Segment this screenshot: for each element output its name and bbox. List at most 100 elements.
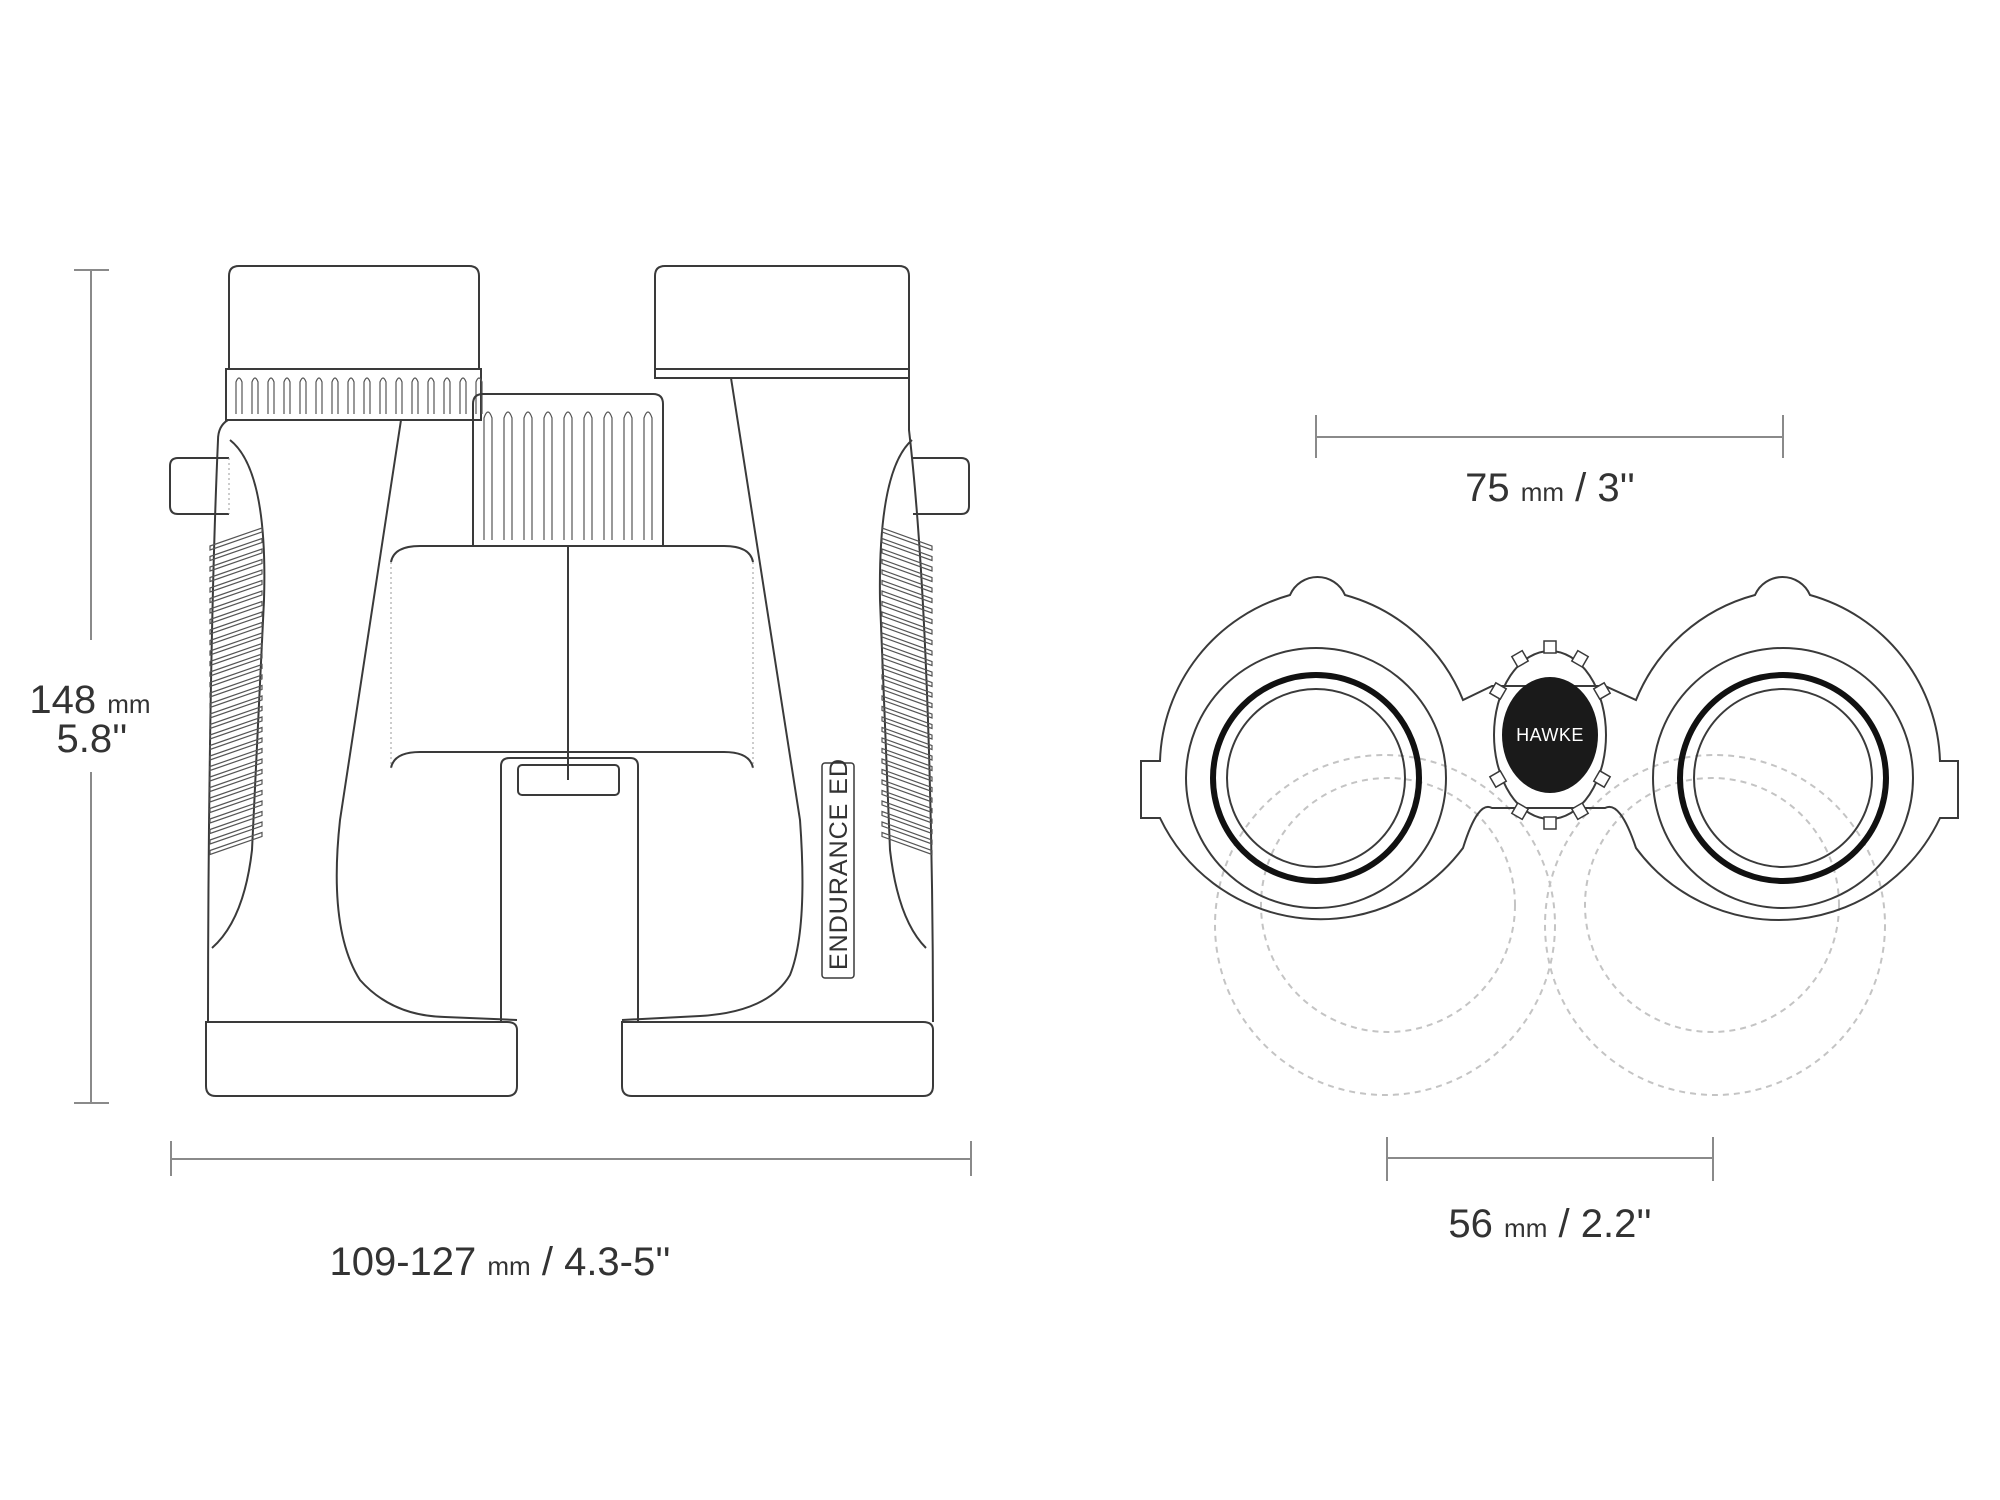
left-grip-texture	[209, 527, 263, 856]
ridge	[209, 779, 263, 803]
ridge	[881, 758, 933, 782]
ridge	[881, 726, 933, 751]
objective-spacing-dimension-line	[1386, 1137, 1714, 1181]
ridge	[209, 621, 263, 646]
height-dimension-line	[74, 269, 109, 1104]
ridge	[209, 726, 263, 751]
ridge	[1543, 640, 1557, 654]
ridge	[209, 663, 263, 688]
ridge	[475, 377, 483, 414]
width-dimension-line	[170, 1141, 972, 1176]
ridge	[523, 411, 533, 540]
ridge	[267, 377, 275, 414]
ridge	[209, 758, 263, 782]
folded-position-outline	[1214, 754, 1886, 1096]
ridge	[881, 684, 933, 709]
ridge	[881, 537, 933, 562]
ridge	[209, 716, 263, 740]
ridge	[881, 579, 933, 604]
ridge	[347, 377, 355, 414]
ridge	[209, 810, 263, 835]
ridge	[209, 695, 263, 719]
ridge	[881, 747, 933, 772]
ridge	[483, 411, 493, 540]
ridge	[1510, 649, 1530, 669]
ridge	[563, 411, 573, 540]
focus-wheel[interactable]	[472, 393, 664, 547]
ridge	[881, 674, 933, 698]
ridge	[881, 716, 933, 740]
ridge	[209, 705, 263, 730]
ridge	[209, 548, 263, 572]
ridge	[881, 558, 933, 583]
ridge	[881, 737, 933, 761]
ridge	[251, 377, 259, 414]
right-strap-lug	[913, 457, 970, 515]
ridge	[1570, 649, 1590, 669]
ridge	[209, 831, 263, 856]
ridge	[881, 810, 933, 835]
ridge	[881, 569, 933, 593]
ridge	[209, 569, 263, 593]
eyepiece-housing	[1140, 575, 1959, 921]
ridge	[209, 611, 263, 635]
focus-wheel-ridges	[483, 411, 653, 540]
ridge	[603, 411, 613, 540]
ridge	[1488, 769, 1508, 789]
ridge	[881, 548, 933, 572]
hawke-badge	[1502, 677, 1598, 793]
ridge	[209, 789, 263, 814]
ridge	[209, 642, 263, 667]
objective-spacing-label: 56 mm / 2.2''	[1448, 1202, 1651, 1246]
ridge	[443, 377, 451, 414]
eyepiece-spacing-dimension-line	[1315, 415, 1784, 458]
ridge	[881, 621, 933, 646]
ridge	[235, 377, 243, 414]
ridge	[209, 800, 263, 824]
left-eyepiece	[1185, 647, 1447, 909]
ridge	[331, 377, 339, 414]
ridge	[543, 411, 553, 540]
ridge	[209, 590, 263, 614]
ridge	[881, 600, 933, 625]
ridge	[623, 411, 633, 540]
hinge-button	[517, 764, 620, 796]
ridge	[363, 377, 371, 414]
ridge	[209, 821, 263, 845]
right-barrel	[621, 377, 934, 1097]
front-view: 148 mm 5.8'' 109-127 mm / 4.3-5''	[29, 265, 972, 1284]
bridge	[390, 545, 754, 780]
ridge	[503, 411, 513, 540]
hawke-logo: HAWKE	[1516, 725, 1584, 745]
ridge	[411, 377, 419, 414]
ridge	[209, 653, 263, 677]
ridge	[881, 663, 933, 688]
ridge	[209, 674, 263, 698]
ridge	[583, 411, 593, 540]
left-strap-lug	[169, 457, 229, 515]
ridge	[379, 377, 387, 414]
model-label: ENDURANCE ED	[825, 758, 853, 970]
right-eyepiece	[1652, 647, 1914, 909]
eyepiece-spacing-label: 75 mm / 3''	[1465, 466, 1635, 510]
focus-gear-teeth	[1488, 640, 1612, 830]
ridge	[881, 821, 933, 845]
ridge	[881, 611, 933, 635]
ridge	[209, 579, 263, 604]
ridge	[209, 684, 263, 709]
height-mm-label: 148 mm	[29, 678, 150, 722]
center-hinge	[500, 757, 639, 1022]
model-label-box	[821, 762, 855, 979]
ridge	[881, 695, 933, 719]
ridge	[1592, 769, 1612, 789]
ridge	[643, 411, 653, 540]
ridge	[1570, 801, 1590, 821]
ridge	[1510, 801, 1530, 821]
right-diopter-band	[654, 368, 910, 379]
ridge	[881, 779, 933, 803]
left-eyecup	[228, 265, 480, 370]
ridge	[881, 590, 933, 614]
ridge	[209, 558, 263, 583]
left-barrel	[205, 419, 518, 1097]
